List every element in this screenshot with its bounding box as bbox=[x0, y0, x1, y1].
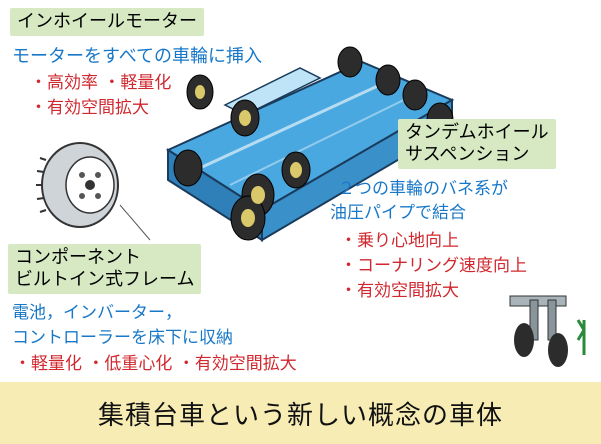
label-tandem-line1: タンデムホイール bbox=[405, 122, 549, 143]
wheel bbox=[402, 79, 428, 111]
label-frame-line2: ビルトイン式フレーム bbox=[15, 269, 195, 290]
footer-title: 集積台車という新しい概念の車体 bbox=[97, 400, 503, 431]
label-tandem-line2: サスペンション bbox=[405, 144, 530, 165]
footer-caption: 集積台車という新しい概念の車体 bbox=[0, 382, 601, 444]
wheel bbox=[337, 46, 363, 78]
tandem-description-1: ２つの車輪のバネ系が bbox=[338, 179, 508, 199]
label-component-frame: コンポーネント ビルトイン式フレーム bbox=[8, 244, 202, 294]
tandem-benefit-1: ・乗り心地向上 bbox=[340, 231, 459, 251]
label-tandem-wheel: タンデムホイール サスペンション bbox=[398, 119, 556, 169]
tandem-description-2: 油圧パイプで結合 bbox=[330, 203, 466, 223]
tandem-benefit-2: ・コーナリング速度向上 bbox=[340, 256, 527, 276]
motor-benefit-1: ・高効率 ・軽量化 bbox=[30, 73, 172, 93]
tandem-benefit-3: ・有効空間拡大 bbox=[340, 281, 459, 301]
wheel bbox=[173, 149, 203, 187]
motor-benefit-2: ・有効空間拡大 bbox=[30, 98, 149, 118]
frame-description-2: コントローラーを床下に収納 bbox=[12, 328, 233, 348]
label-frame-line1: コンポーネント bbox=[15, 247, 141, 268]
in-wheel-motor-drawing bbox=[36, 142, 151, 241]
motor-description: モーターをすべての車輪に挿入 bbox=[12, 46, 263, 67]
label-in-wheel-motor: インホイールモーター bbox=[10, 8, 204, 36]
suspension-drawing bbox=[509, 295, 586, 367]
frame-description-1: 電池，インバーター， bbox=[12, 303, 182, 323]
frame-benefits: ・軽量化 ・低重心化 ・有効空間拡大 bbox=[14, 354, 297, 374]
wheel bbox=[375, 64, 401, 96]
